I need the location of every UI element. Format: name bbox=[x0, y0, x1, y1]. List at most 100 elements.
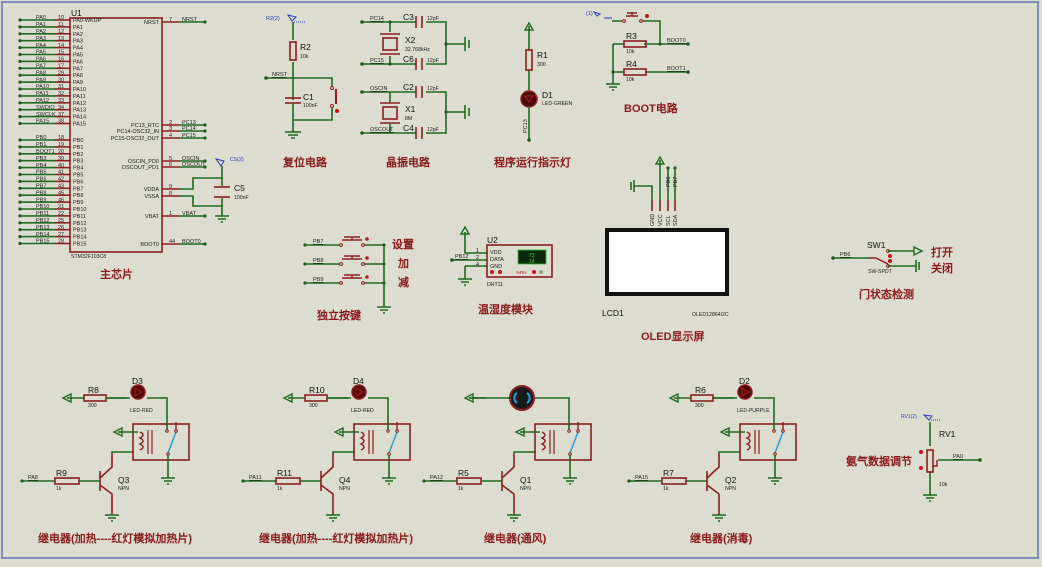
push-button[interactable] bbox=[342, 255, 362, 260]
relay-contact bbox=[386, 429, 390, 433]
fan-motor[interactable] bbox=[509, 385, 535, 411]
dht-temp-up-button[interactable] bbox=[490, 270, 494, 274]
c6-value: 12pF bbox=[427, 58, 439, 64]
boot-button[interactable] bbox=[626, 12, 638, 17]
load-resistor[interactable] bbox=[690, 394, 714, 402]
npn-transistor[interactable] bbox=[320, 454, 334, 515]
relay-coil-box[interactable] bbox=[353, 423, 411, 461]
pin-name: PB3 bbox=[73, 159, 83, 165]
base-resistor-ref: R5 bbox=[458, 468, 469, 478]
r3-resistor[interactable] bbox=[623, 40, 647, 48]
relay-title: 继电器(消毒) bbox=[690, 531, 753, 545]
junction-dot bbox=[18, 179, 22, 183]
oled-net-sda: PB7 bbox=[673, 177, 679, 187]
door-part: SW-SPDT bbox=[868, 269, 893, 275]
pin-name: PB8 bbox=[73, 193, 83, 199]
junction-dot bbox=[18, 66, 22, 70]
relay-coil-box[interactable] bbox=[739, 423, 797, 461]
x1-crystal[interactable] bbox=[382, 106, 398, 120]
pin-number: 12 bbox=[58, 29, 64, 35]
load-resistor[interactable] bbox=[304, 394, 328, 402]
junction-dot bbox=[360, 62, 364, 66]
switch-contact bbox=[361, 262, 365, 266]
pin-net-label: PB4 bbox=[36, 163, 46, 169]
relay-contact bbox=[568, 452, 572, 456]
npn-transistor[interactable] bbox=[501, 454, 515, 515]
dht-temp-down-button[interactable] bbox=[498, 270, 502, 274]
motor-icon bbox=[513, 392, 531, 404]
pin-name: PB6 bbox=[73, 179, 83, 185]
base-resistor[interactable] bbox=[275, 477, 301, 485]
gas-wire bbox=[929, 422, 980, 495]
switch-contact bbox=[330, 86, 334, 90]
pin-net-label: PA6 bbox=[36, 57, 46, 63]
load-resistor[interactable] bbox=[83, 394, 107, 402]
ground-icon bbox=[105, 514, 119, 522]
base-resistor-value: 1k bbox=[458, 486, 464, 492]
rv1-increase-button[interactable] bbox=[919, 450, 923, 454]
junction-dot bbox=[18, 228, 22, 232]
mcu-chip[interactable] bbox=[69, 17, 163, 253]
base-resistor[interactable] bbox=[661, 477, 687, 485]
gas-net: PA0 bbox=[953, 454, 963, 460]
base-resistor[interactable] bbox=[456, 477, 482, 485]
transistor-ref: Q3 bbox=[118, 475, 130, 485]
pin-number: 41 bbox=[58, 170, 64, 176]
dht-hum-button[interactable] bbox=[532, 270, 536, 274]
push-button[interactable] bbox=[342, 236, 362, 241]
boot-title: BOOT电路 bbox=[624, 101, 679, 115]
base-resistor[interactable] bbox=[54, 477, 80, 485]
npn-transistor[interactable] bbox=[99, 454, 113, 515]
rv1-potentiometer[interactable] bbox=[926, 449, 934, 473]
relay-coil-box[interactable] bbox=[534, 423, 592, 461]
x2-crystal[interactable] bbox=[382, 37, 398, 51]
relay-contact bbox=[576, 429, 580, 433]
pin-net-label: PA10 bbox=[36, 84, 49, 90]
dht11-module[interactable] bbox=[486, 244, 553, 278]
pin-number: 13 bbox=[58, 36, 64, 42]
oled-pin-label: GND bbox=[650, 214, 656, 226]
ground-icon bbox=[923, 494, 937, 502]
dht-temp-readout: 73 bbox=[529, 253, 535, 259]
crystal-title: 晶振电路 bbox=[386, 155, 431, 169]
pin-net-label: PB13 bbox=[36, 225, 49, 231]
junction-dot bbox=[203, 123, 207, 127]
pin-name: OSCOUT_PD1 bbox=[122, 165, 159, 171]
pin-number: 17 bbox=[58, 64, 64, 70]
pin-number: 39 bbox=[58, 156, 64, 162]
ground-icon bbox=[507, 514, 521, 522]
pin-name: PA1 bbox=[73, 25, 83, 31]
r2-resistor[interactable] bbox=[289, 41, 297, 61]
load-resistor-ref: R8 bbox=[88, 385, 99, 395]
push-button[interactable] bbox=[342, 274, 362, 279]
relay-net-label: PA11 bbox=[249, 475, 262, 481]
relay-title: 继电器(通风) bbox=[484, 531, 547, 545]
d1-led[interactable] bbox=[520, 90, 538, 108]
oled-screen[interactable] bbox=[605, 228, 729, 296]
spdt-switch[interactable] bbox=[870, 257, 889, 265]
relay-coil-box[interactable] bbox=[132, 423, 190, 461]
pin-net-label: PA3 bbox=[36, 36, 46, 42]
rv1-decrease-button[interactable] bbox=[919, 466, 923, 470]
x1-value: 8M bbox=[405, 116, 412, 122]
switch-indicator bbox=[335, 109, 339, 113]
relay-core bbox=[549, 430, 555, 454]
npn-transistor[interactable] bbox=[706, 454, 720, 515]
pin-net-label: PB1 bbox=[36, 142, 46, 148]
pin-number: 21 bbox=[58, 204, 64, 210]
ground-icon bbox=[215, 215, 229, 223]
pin-net-label: PC14 bbox=[182, 126, 196, 132]
key-function-label: 设置 bbox=[392, 237, 414, 251]
r1-resistor[interactable] bbox=[525, 49, 533, 71]
relay-contact-arm bbox=[388, 431, 398, 454]
dht-hum-button[interactable] bbox=[539, 270, 543, 274]
power-icon bbox=[523, 21, 535, 31]
pin-net-label: PB6 bbox=[36, 177, 46, 183]
probe-icon bbox=[922, 414, 933, 421]
relay-contact bbox=[772, 429, 776, 433]
junction-dot bbox=[18, 59, 22, 64]
pin-name: PB12 bbox=[73, 221, 86, 227]
base-resistor-ref: R9 bbox=[56, 468, 67, 478]
r4-resistor[interactable] bbox=[623, 68, 647, 76]
